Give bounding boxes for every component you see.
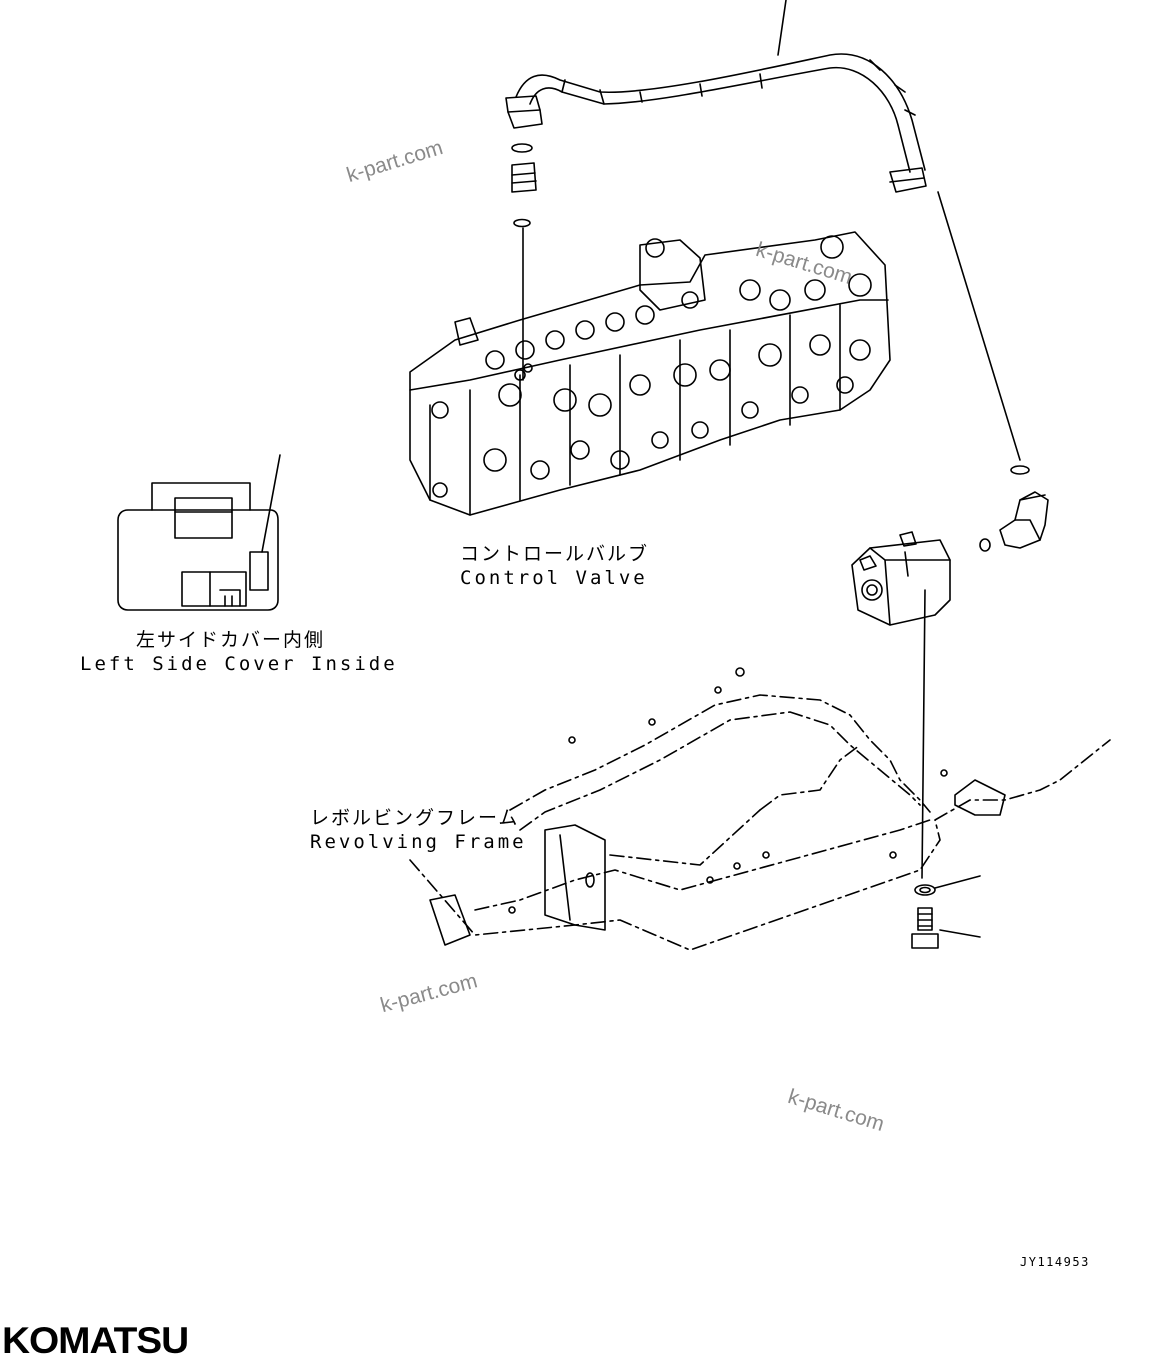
washer-and-bolt	[911, 875, 981, 949]
frame-details	[429, 667, 1006, 946]
drawing-code: JY114953	[1020, 1255, 1090, 1269]
control-valve-label: コントロールバルブ Control Valve	[460, 542, 649, 590]
revolving-frame-label-en: Revolving Frame	[310, 831, 527, 853]
left-cover-label-en: Left Side Cover Inside	[80, 653, 398, 675]
o-ring	[1010, 465, 1030, 475]
left-cover-label: 左サイドカバー内側 Left Side Cover Inside	[80, 628, 398, 676]
control-valve-label-jp: コントロールバルブ	[460, 543, 650, 565]
guide-line	[921, 589, 926, 879]
hydraulic-hose	[505, 0, 927, 193]
left-cover-label-jp: 左サイドカバー内側	[136, 629, 326, 651]
control-valve	[409, 231, 891, 516]
komatsu-logo: KOMATSU	[2, 1320, 189, 1361]
revolving-frame-label: レボルビングフレーム Revolving Frame	[310, 806, 527, 854]
control-valve-label-en: Control Valve	[460, 567, 648, 589]
valve-block	[851, 531, 951, 626]
adapter-fitting	[511, 143, 537, 381]
elbow-fitting	[979, 491, 1049, 552]
revolving-frame-label-jp: レボルビングフレーム	[310, 807, 520, 829]
guide-line	[937, 191, 1021, 461]
left-side-cover	[117, 454, 281, 611]
